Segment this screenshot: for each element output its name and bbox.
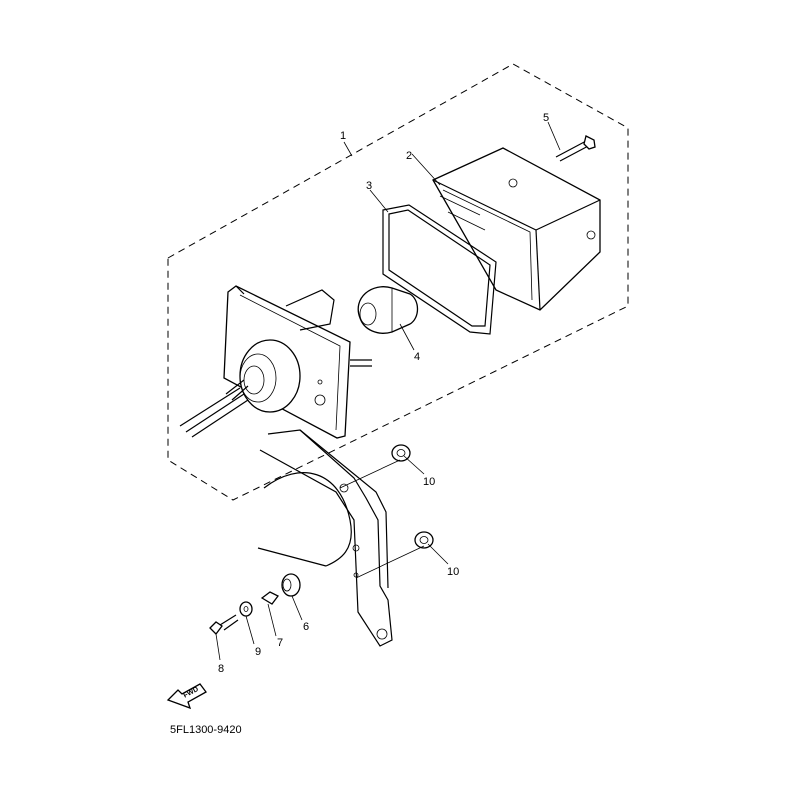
callout-7: 7 — [277, 637, 283, 649]
fwd-arrow-icon: FWD — [166, 683, 207, 710]
callout-10-lower: 10 — [447, 566, 459, 578]
callout-1: 1 — [340, 130, 346, 142]
grommet-lower — [414, 531, 434, 549]
callout-5: 5 — [543, 112, 549, 124]
bulb — [357, 286, 419, 334]
lens-cover — [432, 147, 601, 311]
washer — [239, 601, 253, 617]
callout-3: 3 — [366, 180, 372, 192]
rubber-grommet — [281, 573, 301, 597]
socket-and-wires — [179, 339, 301, 438]
gasket — [382, 204, 497, 335]
callout-10-upper: 10 — [423, 476, 435, 488]
long-screw — [555, 135, 596, 162]
mounting-bracket — [257, 429, 393, 647]
callout-9: 9 — [255, 646, 261, 658]
bolt — [209, 614, 239, 635]
collar — [260, 591, 279, 605]
callout-4: 4 — [414, 351, 420, 363]
callout-8: 8 — [218, 663, 224, 675]
callout-2: 2 — [406, 150, 412, 162]
leader-lines — [215, 121, 561, 661]
callout-6: 6 — [303, 621, 309, 633]
diagram-code: 5FL1300-9420 — [170, 724, 242, 736]
